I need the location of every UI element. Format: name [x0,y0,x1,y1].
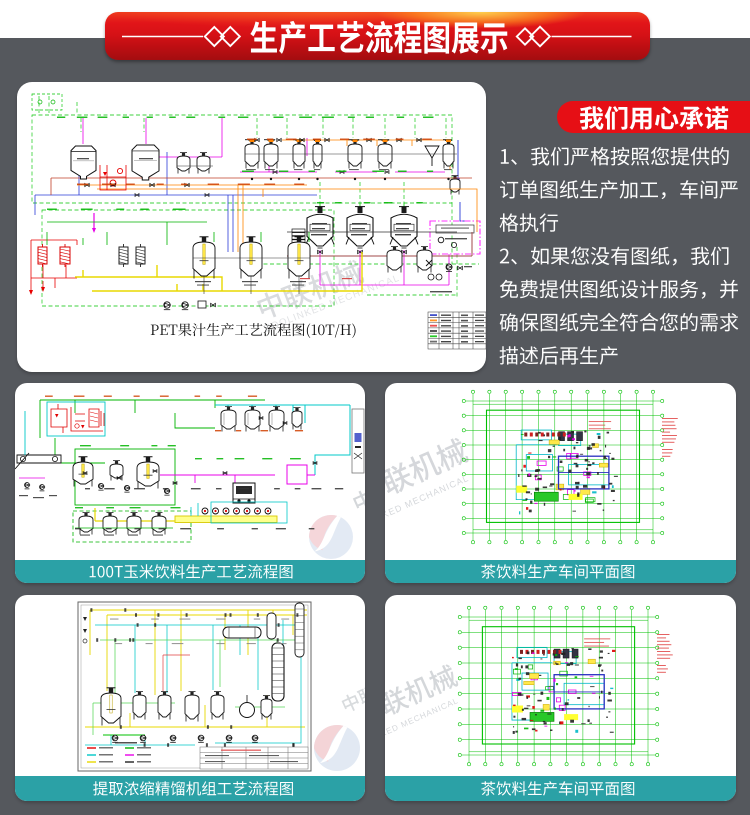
svg-text:LINKED MECHANICAL: LINKED MECHANICAL [385,696,460,745]
svg-text:LINKED MECHANICAL: LINKED MECHANICAL [385,473,470,527]
